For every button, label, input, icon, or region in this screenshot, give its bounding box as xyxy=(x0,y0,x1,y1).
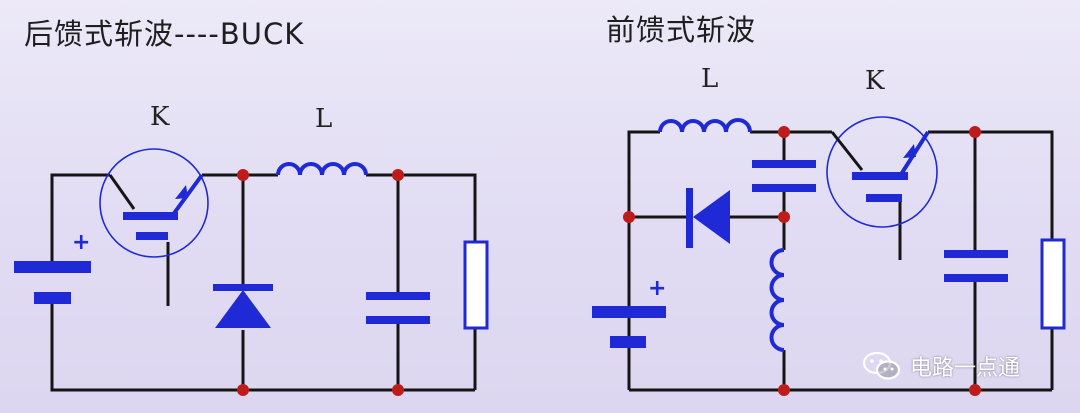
left-wires xyxy=(50,173,477,392)
right-battery: + xyxy=(592,276,666,348)
left-inductor xyxy=(276,162,368,176)
left-diode xyxy=(213,284,273,328)
left-junctions xyxy=(237,169,404,396)
wechat-icon xyxy=(862,351,901,380)
right-switch-label: K xyxy=(865,66,885,96)
right-transistor xyxy=(826,116,938,228)
right-diode xyxy=(686,188,730,248)
left-battery-plus: + xyxy=(72,230,90,255)
right-inductor-top xyxy=(658,118,752,133)
left-capacitor xyxy=(366,292,430,324)
right-inductor-label: L xyxy=(701,64,719,94)
right-junctions xyxy=(623,126,981,396)
left-diagram-title: 后馈式斩波----BUCK xyxy=(24,17,305,51)
left-circuit: + xyxy=(14,148,489,396)
left-load-resistor xyxy=(463,240,489,330)
right-battery-plus: + xyxy=(648,276,666,301)
left-switch-label: K xyxy=(150,102,170,132)
watermark-text: 电路一点通 xyxy=(910,356,1021,381)
right-output-capacitor xyxy=(944,250,1008,282)
left-inductor-label: L xyxy=(315,104,333,134)
left-battery: + xyxy=(14,230,91,304)
right-coupling-capacitor xyxy=(752,160,816,192)
right-inductor-vertical xyxy=(769,248,785,352)
watermark: 电路一点通 xyxy=(862,350,1020,382)
right-diagram-title: 前馈式斩波 xyxy=(606,13,757,47)
left-transistor xyxy=(99,148,209,258)
right-circuit: + xyxy=(592,116,1066,396)
right-load-resistor xyxy=(1040,238,1066,330)
